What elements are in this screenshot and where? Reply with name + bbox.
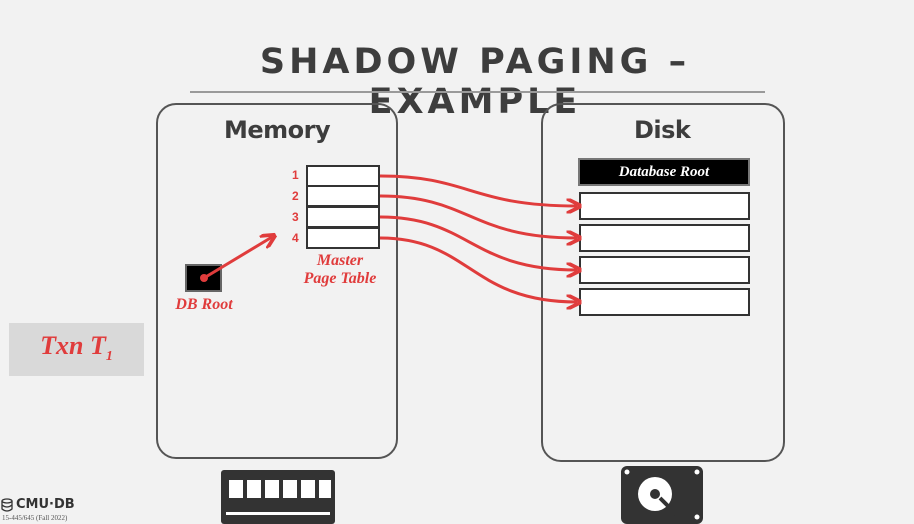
db-root-arrow bbox=[203, 237, 272, 280]
page-pointer-arrow bbox=[379, 194, 577, 238]
page-pointer-arrow bbox=[379, 174, 577, 206]
transaction-label: Txn T1 bbox=[9, 331, 144, 365]
disk-page bbox=[579, 192, 750, 220]
ram-chip-icon bbox=[221, 470, 335, 524]
transaction-subscript: 1 bbox=[105, 349, 113, 364]
master-page-table-caption-line2: Page Table bbox=[303, 270, 377, 287]
page-table-row-number: 2 bbox=[292, 189, 299, 203]
db-root-label: DB Root bbox=[175, 296, 233, 313]
hard-drive-icon bbox=[621, 466, 703, 524]
page-table-row-number: 4 bbox=[292, 231, 299, 245]
database-icon bbox=[1, 498, 13, 512]
database-root: Database Root bbox=[578, 158, 750, 186]
transaction-name: Txn T bbox=[40, 331, 106, 360]
course-label: 15-445/645 (Fall 2022) bbox=[2, 514, 68, 522]
transaction-box: Txn T1 bbox=[9, 323, 144, 376]
cmu-db-logo: CMU·DB bbox=[2, 497, 75, 512]
memory-label: Memory bbox=[224, 116, 331, 144]
disk-page bbox=[579, 224, 750, 252]
logo-text: CMU·DB bbox=[16, 497, 75, 512]
master-page-table-caption-line1: Master bbox=[316, 252, 364, 269]
disk-label: Disk bbox=[634, 116, 691, 144]
page-table-row-number: 1 bbox=[292, 168, 299, 182]
page-table-row-number: 3 bbox=[292, 210, 299, 224]
slide-title: SHADOW PAGING – EXAMPLE bbox=[259, 42, 691, 122]
db-root-dot bbox=[200, 274, 208, 282]
disk-page bbox=[579, 256, 750, 284]
page-pointer-arrow bbox=[379, 236, 577, 302]
disk-panel bbox=[541, 103, 785, 462]
memory-panel bbox=[156, 103, 398, 459]
page-table-entry bbox=[306, 227, 380, 249]
title-divider bbox=[190, 91, 765, 93]
disk-page bbox=[579, 288, 750, 316]
page-pointer-arrow bbox=[379, 215, 577, 270]
